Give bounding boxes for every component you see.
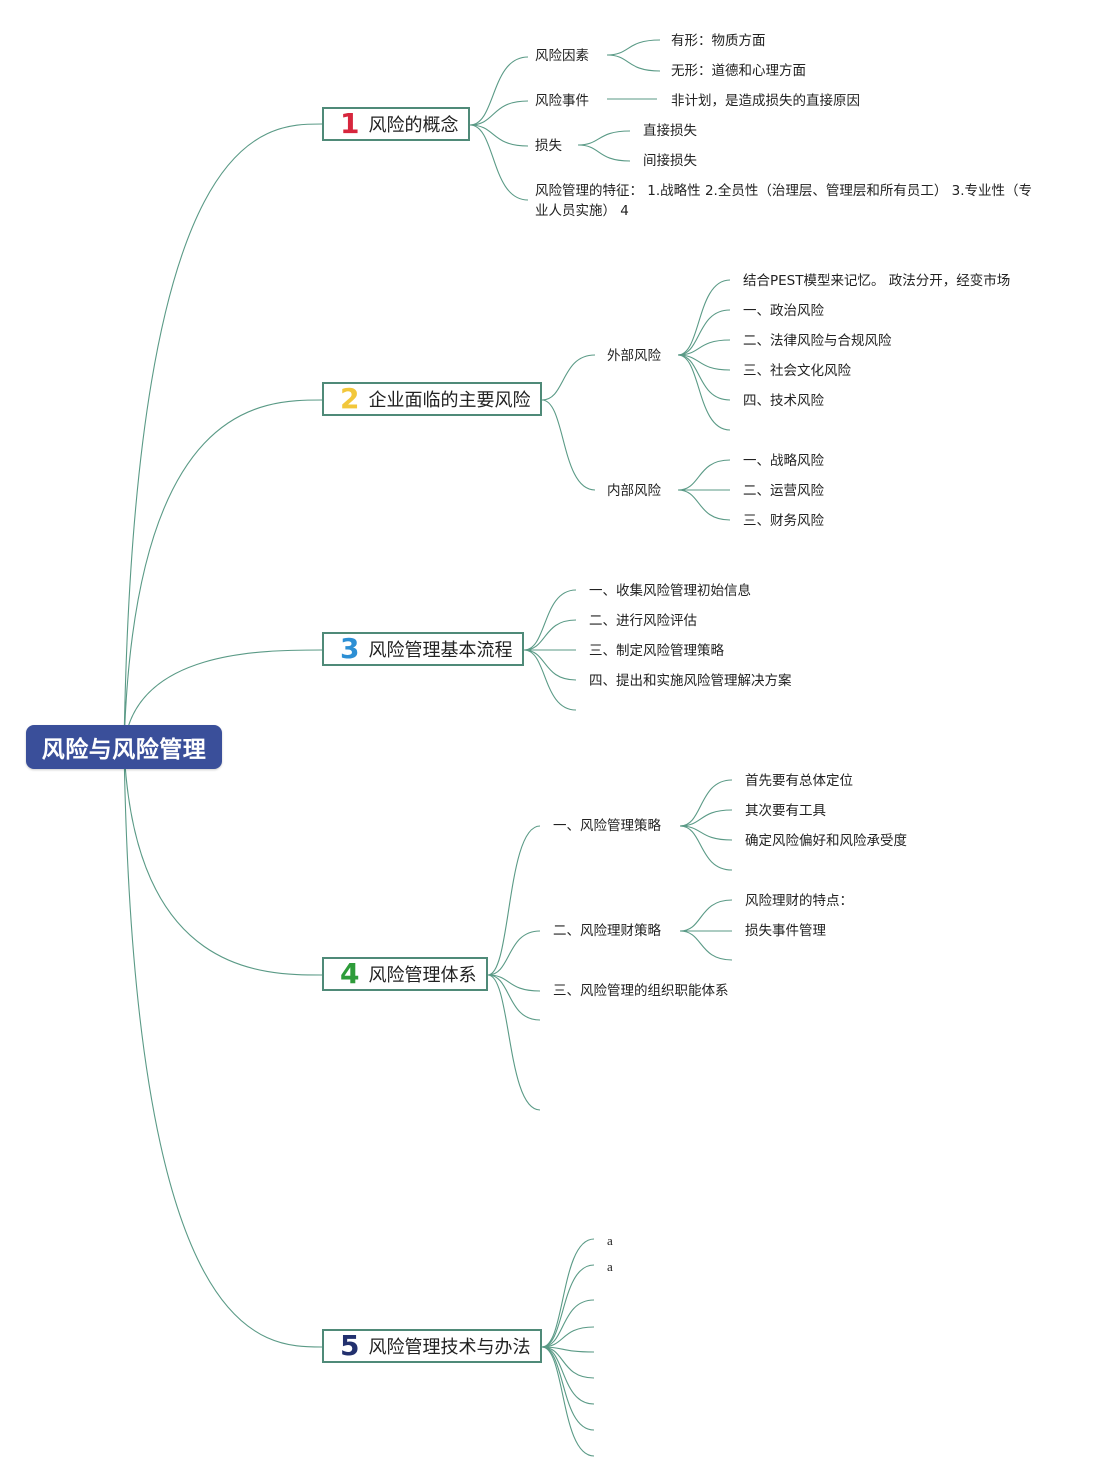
branch-connector [469, 124, 529, 201]
leaf-connector [679, 825, 733, 871]
node-risk-appetite[interactable]: 确定风险偏好和风险承受度 [745, 833, 907, 849]
node-finance-strategy[interactable]: 二、风险理财策略 [553, 923, 661, 939]
node-external-risk[interactable]: 外部风险 [607, 348, 661, 364]
leaf-connector [606, 39, 661, 56]
leaf-connector [541, 1299, 595, 1348]
topic-number: 1 [340, 107, 360, 140]
topic-label: 风险管理体系 [368, 965, 477, 986]
node-solutions[interactable]: 四、提出和实施风险管理解决方案 [589, 673, 792, 689]
node-indirect-loss[interactable]: 间接损失 [643, 153, 697, 169]
leaf-connector [523, 619, 577, 651]
leaf-connector [677, 459, 731, 491]
topic-risk-concept[interactable]: 1 风险的概念 [322, 107, 470, 141]
leaf-connector [679, 779, 733, 827]
leaf-connector [541, 1326, 595, 1348]
leaf-connector [606, 54, 661, 72]
branch-connector [469, 56, 529, 126]
leaf-connector [523, 649, 577, 711]
root-connector [123, 399, 323, 748]
branch-connector [487, 974, 541, 1021]
node-overall-position[interactable]: 首先要有总体定位 [745, 773, 853, 789]
topic-number: 4 [340, 957, 360, 990]
branch-connector [541, 354, 596, 401]
node-tools[interactable]: 其次要有工具 [745, 803, 826, 819]
leaf-connector [541, 1346, 595, 1405]
node-legal-risk[interactable]: 二、法律风险与合规风险 [743, 333, 892, 349]
topic-techniques-methods[interactable]: 5 风险管理技术与办法 [322, 1329, 542, 1363]
topic-number: 2 [340, 382, 360, 415]
node-t5-item[interactable]: a [607, 1233, 613, 1248]
root-node[interactable]: 风险与风险管理 [26, 725, 222, 769]
leaf-connector [541, 1346, 595, 1353]
topic-number: 3 [340, 632, 360, 665]
leaf-connector [541, 1346, 595, 1457]
node-event-detail[interactable]: 非计划，是造成损失的直接原因 [671, 93, 860, 109]
node-loss-event-mgmt[interactable]: 损失事件管理 [745, 923, 826, 939]
topic-basic-process[interactable]: 3 风险管理基本流程 [322, 632, 524, 666]
node-management-features[interactable]: 风险管理的特征： 1.战略性 2.全员性（治理层、管理层和所有员工） 3.专业性… [535, 183, 1033, 219]
node-operational-risk[interactable]: 二、运营风险 [743, 483, 824, 499]
leaf-connector [541, 1346, 595, 1379]
node-t5-item[interactable]: a [607, 1259, 613, 1274]
leaf-connector [677, 339, 731, 356]
topic-label: 企业面临的主要风险 [368, 390, 531, 411]
topic-label: 风险的概念 [368, 115, 459, 136]
root-connector [123, 746, 323, 976]
root-connector [123, 649, 323, 748]
node-finance-features[interactable]: 风险理财的特点： [745, 893, 853, 909]
root-connector [123, 746, 323, 1348]
node-risk-strategy[interactable]: 三、制定风险管理策略 [589, 643, 724, 659]
leaf-connector [677, 489, 731, 521]
node-management-strategy[interactable]: 一、风险管理策略 [553, 818, 661, 834]
node-pest-note[interactable]: 结合PEST模型来记忆。 政法分开，经变市场 [743, 273, 1011, 289]
node-risk-factor[interactable]: 风险因素 [535, 48, 589, 64]
leaf-connector [541, 1264, 595, 1348]
node-political-risk[interactable]: 一、政治风险 [743, 303, 824, 319]
topic-label: 风险管理技术与办法 [368, 1337, 531, 1358]
leaf-connector [677, 354, 731, 371]
branch-connector [469, 124, 529, 147]
root-label: 风险与风险管理 [41, 737, 207, 763]
node-strategic-risk[interactable]: 一、战略风险 [743, 453, 824, 469]
topic-main-risks[interactable]: 2 企业面临的主要风险 [322, 382, 542, 416]
leaf-connector [577, 144, 631, 162]
topic-management-system[interactable]: 4 风险管理体系 [322, 957, 488, 991]
branch-connector [487, 974, 541, 992]
branch-connector [469, 100, 529, 126]
leaf-connector [523, 589, 577, 651]
node-internal-risk[interactable]: 内部风险 [607, 483, 661, 499]
topic-label: 风险管理基本流程 [368, 640, 513, 661]
leaf-connector [677, 279, 731, 356]
branch-connector [487, 825, 541, 976]
branch-connector [541, 399, 596, 491]
node-org-system[interactable]: 三、风险管理的组织职能体系 [553, 983, 729, 999]
leaf-connector [679, 930, 733, 961]
branch-connector [487, 930, 541, 976]
leaf-connector [677, 354, 731, 431]
leaf-connector [523, 649, 577, 681]
node-social-risk[interactable]: 三、社会文化风险 [743, 363, 851, 379]
leaf-connector [679, 809, 733, 827]
node-risk-assessment[interactable]: 二、进行风险评估 [589, 613, 697, 629]
root-connector [123, 123, 323, 748]
node-loss[interactable]: 损失 [535, 138, 562, 154]
branch-connector [487, 974, 541, 1111]
leaf-connector [577, 130, 631, 146]
node-collect-info[interactable]: 一、收集风险管理初始信息 [589, 583, 751, 599]
leaf-connector [677, 354, 731, 401]
node-direct-loss[interactable]: 直接损失 [643, 123, 697, 139]
node-financial-risk[interactable]: 三、财务风险 [743, 513, 824, 529]
topic-number: 5 [340, 1329, 360, 1362]
leaf-connector [679, 825, 733, 841]
node-risk-event[interactable]: 风险事件 [535, 93, 589, 109]
node-tangible[interactable]: 有形：物质方面 [671, 33, 766, 49]
leaf-connector [541, 1238, 595, 1348]
leaf-connector [677, 309, 731, 356]
leaf-connector [679, 899, 733, 932]
node-intangible[interactable]: 无形：道德和心理方面 [671, 63, 806, 79]
node-tech-risk[interactable]: 四、技术风险 [743, 393, 824, 409]
